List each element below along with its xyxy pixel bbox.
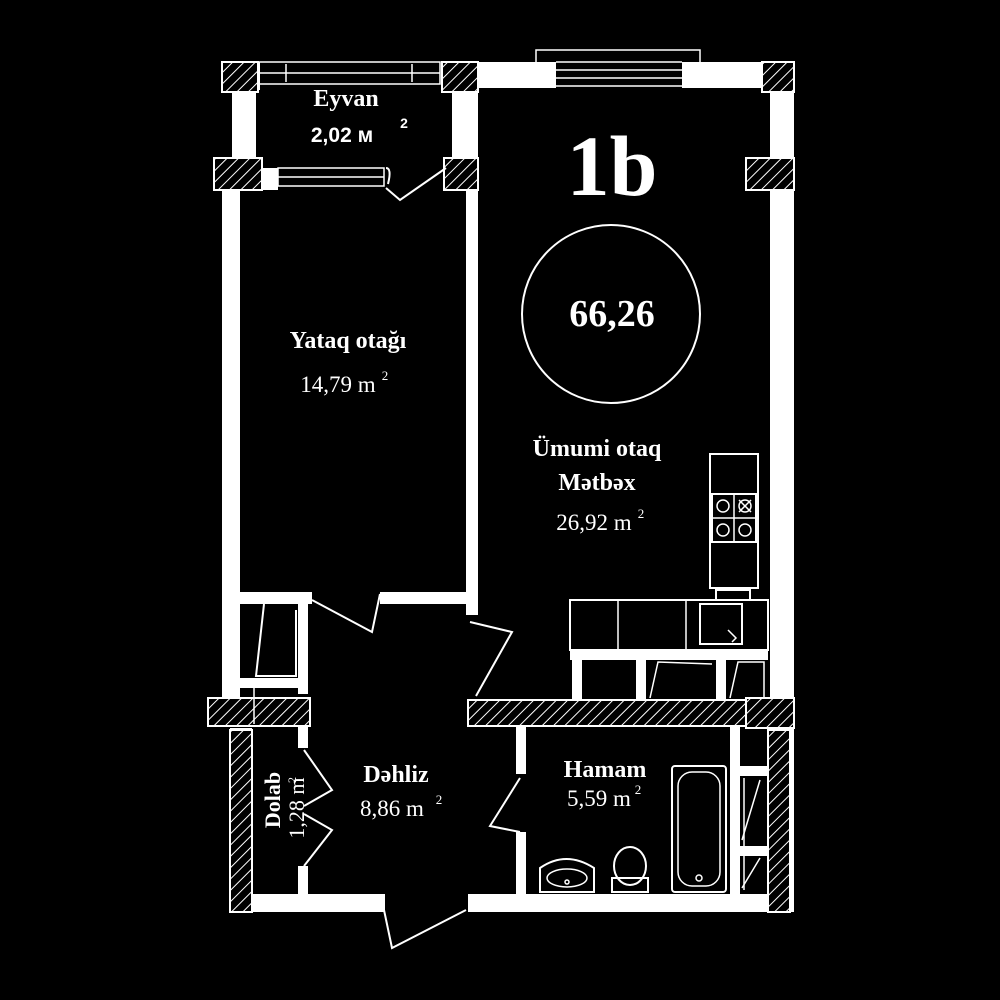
living-name-1: Ümumi otaq <box>533 436 662 462</box>
hall-area: 8,86 m <box>360 796 424 821</box>
structural-columns <box>207 61 795 913</box>
kitchen-furniture <box>569 453 769 700</box>
living-area-sup: 2 <box>638 506 645 521</box>
doors <box>253 167 521 950</box>
bedroom-name: Yataq otağı <box>290 328 407 354</box>
balcony-name: Eyvan <box>313 86 378 112</box>
closet-area-sup: 2 <box>285 777 299 783</box>
bathroom-fixtures <box>539 765 761 893</box>
total-area-circle <box>521 224 701 404</box>
room-labels: 1b 66,26 Eyvan 2,02 м 2 Yataq otağı 14,7… <box>260 86 701 839</box>
hall-area-sup: 2 <box>436 792 443 807</box>
bedroom-area-sup: 2 <box>382 368 389 383</box>
bath-area-sup: 2 <box>635 782 642 797</box>
living-name-2: Mətbəx <box>558 470 635 496</box>
unit-code: 1b <box>567 118 658 214</box>
balcony-area-sup: 2 <box>400 115 408 131</box>
hall-name: Dəhliz <box>363 762 429 788</box>
bath-name: Hamam <box>564 757 647 783</box>
bedroom-area: 14,79 m <box>300 372 376 397</box>
bath-area: 5,59 m <box>567 786 631 811</box>
balcony-area: 2,02 м <box>311 124 373 147</box>
living-area: 26,92 m <box>556 510 632 535</box>
closet-name: Dolab <box>260 772 285 828</box>
total-area: 66,26 <box>569 293 655 335</box>
closet-area: 1,28 m <box>284 777 309 838</box>
